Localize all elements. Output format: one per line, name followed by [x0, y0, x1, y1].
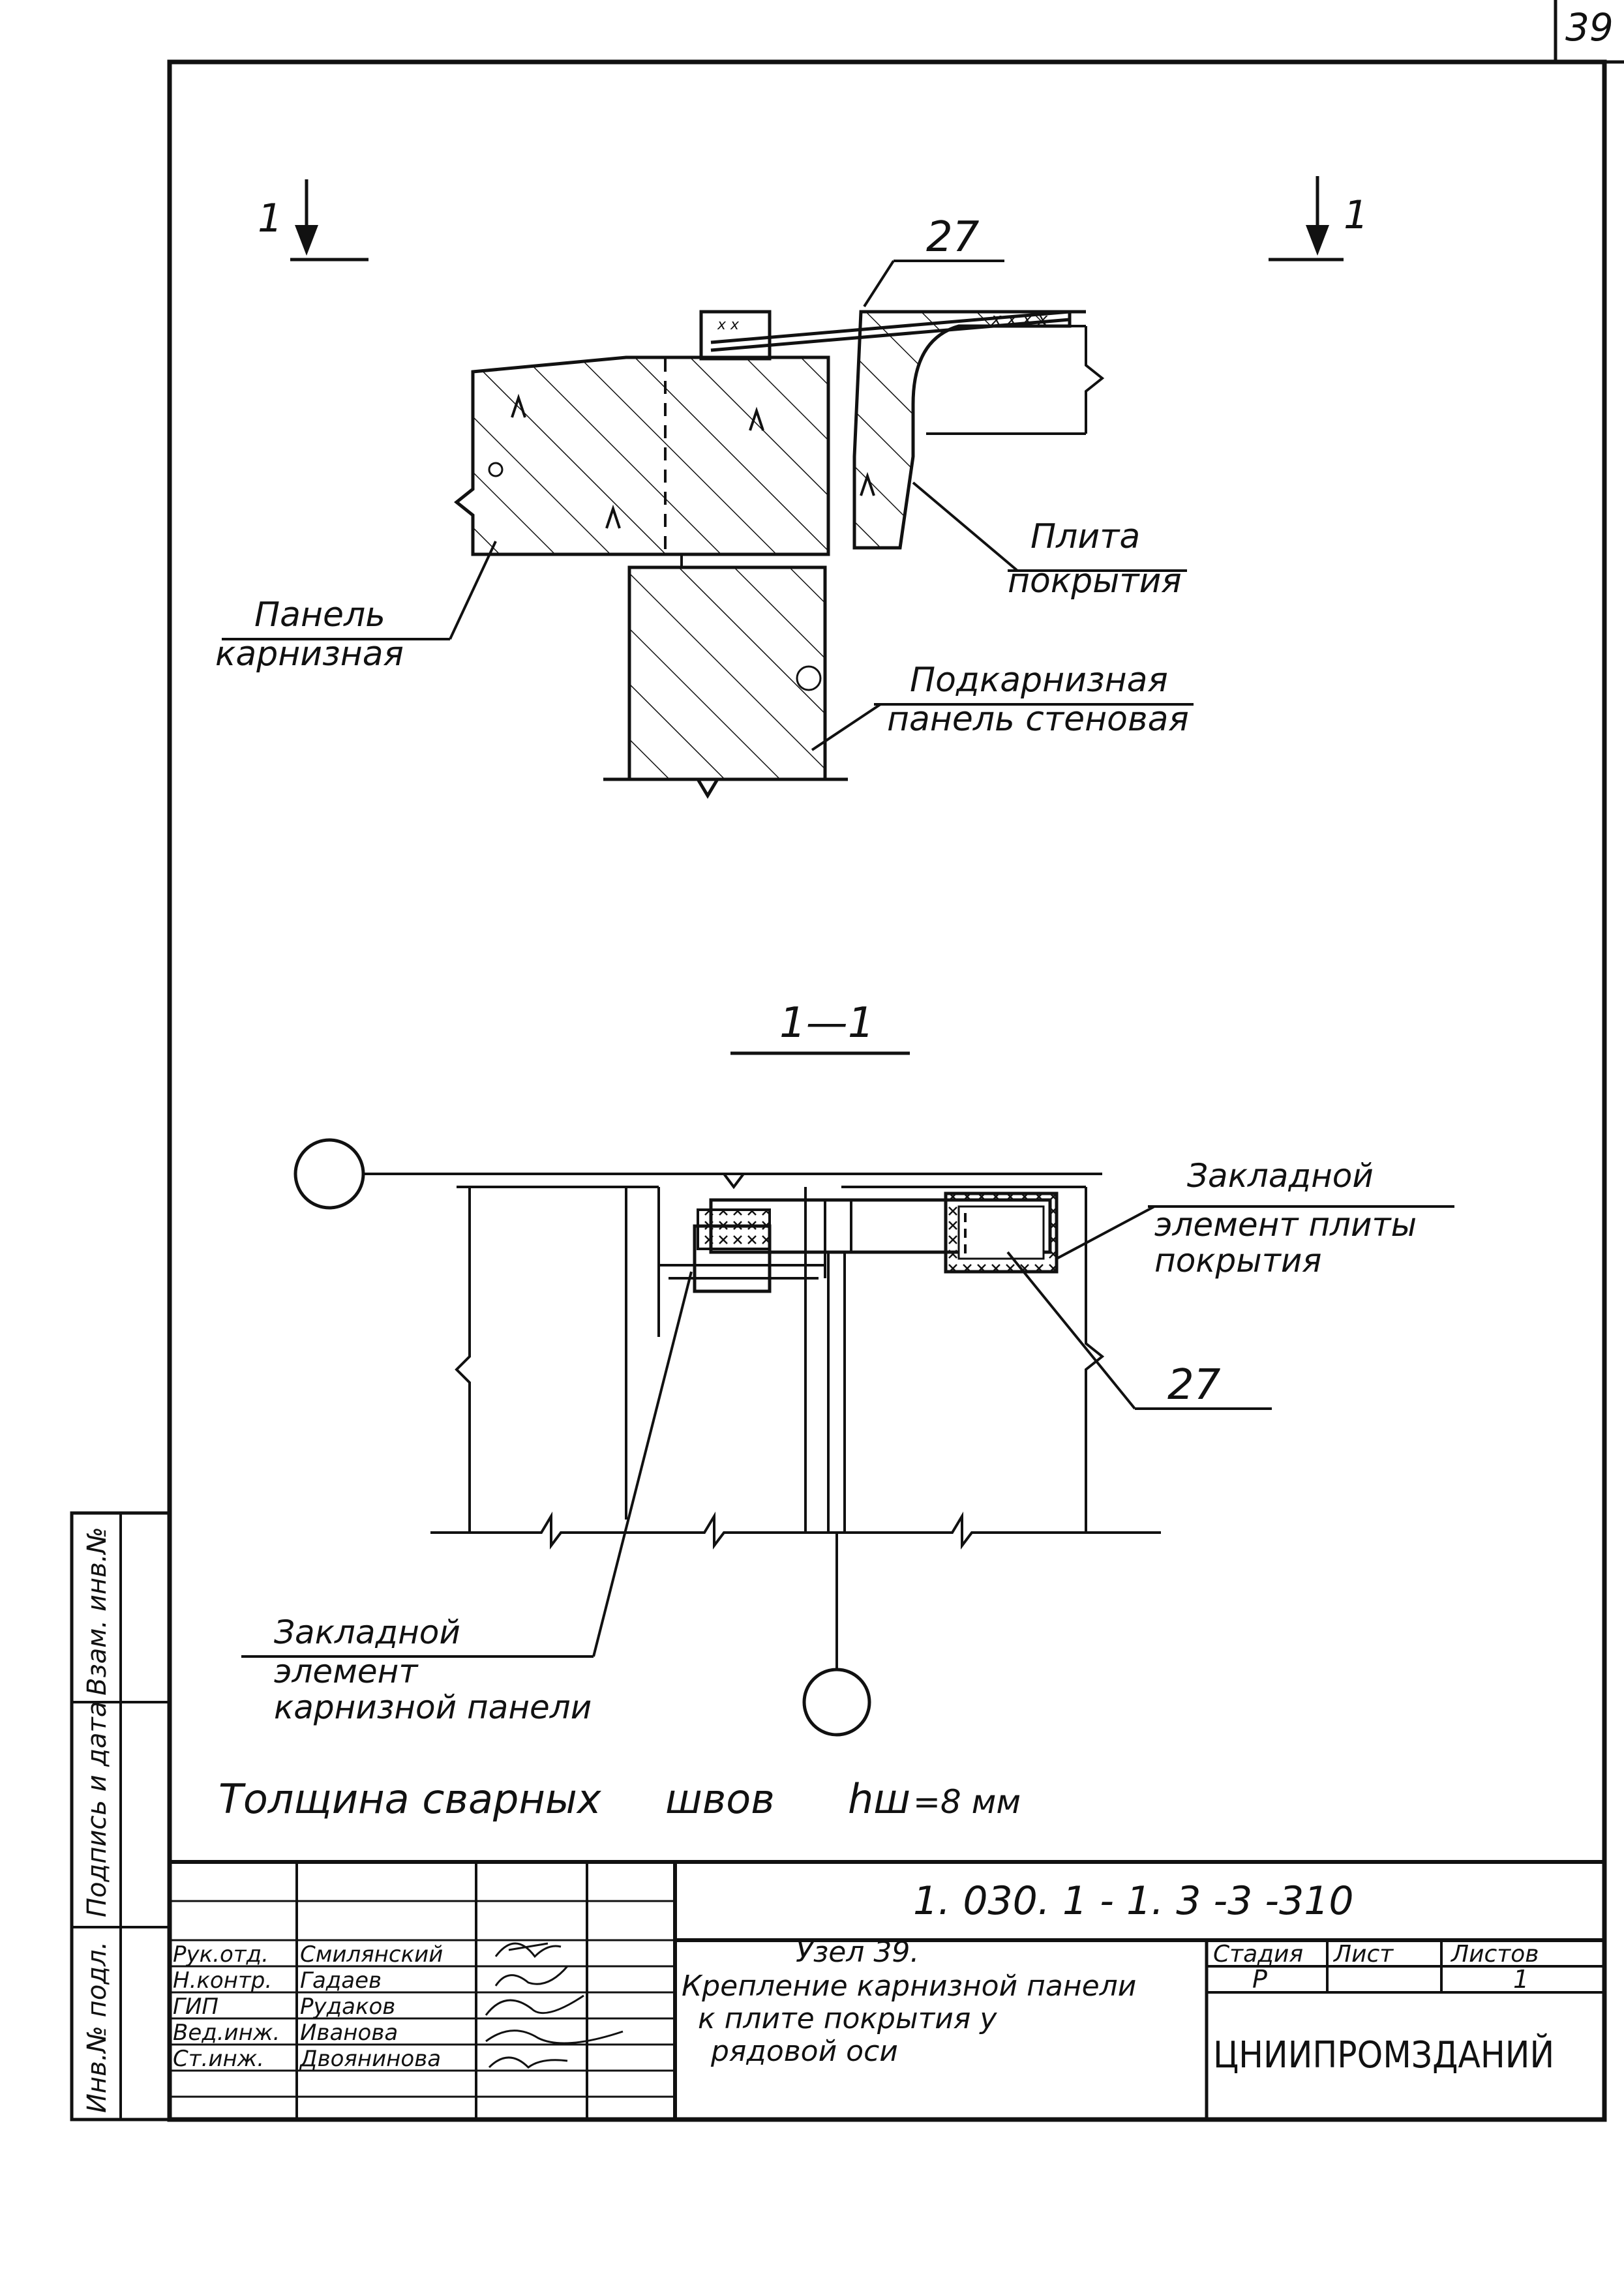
- drawing-frame: [167, 59, 1607, 2122]
- col-sheet: Лист: [1332, 1941, 1394, 1968]
- lower-detail: 27 Закладной элемент плиты покрытия Закл…: [241, 1138, 1454, 1737]
- name-2: Рудаков: [300, 1994, 395, 2020]
- callout-27: 27: [926, 213, 980, 262]
- roof-plate-rib: [852, 310, 1072, 550]
- svg-text:1—1: 1—1: [779, 999, 874, 1047]
- name-4: Двоянинова: [299, 2046, 441, 2072]
- embed-cornice-label-line3: карнизной панели: [274, 1688, 592, 1726]
- embed-cornice: [693, 1224, 772, 1293]
- svg-text:x x: x x: [717, 317, 740, 333]
- sheet-number: 39: [1565, 5, 1614, 50]
- wall-label-line2: панель стеновая: [887, 700, 1189, 739]
- weld-note: Толщина сварных швов hш =8 мм: [218, 1775, 1021, 1823]
- embed-cornice-label-line1: Закладной: [274, 1613, 460, 1651]
- name-1: Гадаев: [300, 1968, 382, 1994]
- role-0: Рук.отд.: [173, 1941, 269, 1968]
- role-1: Н.контр.: [173, 1968, 272, 1994]
- col-stage: Стадия: [1213, 1941, 1303, 1968]
- role-4: Ст.инж.: [173, 2046, 264, 2072]
- plate-label-line1: Плита: [1030, 517, 1140, 556]
- note-text: Толщина сварных: [218, 1775, 602, 1823]
- wall-label-line1: Подкарнизная: [910, 661, 1168, 700]
- description-line1: Крепление карнизной панели: [682, 1970, 1136, 2003]
- title-block: 1. 030. 1 - 1. 3 -3 -310 Рук.отд. Н.конт…: [170, 1860, 1604, 2120]
- section-title: 1—1: [730, 999, 910, 1055]
- embed-plate-label-line3: покрытия: [1154, 1242, 1321, 1280]
- cornice-embed: [699, 310, 772, 361]
- callout-27-lower: 27: [1167, 1361, 1221, 1409]
- drawing-code: 1. 030. 1 - 1. 3 -3 -310: [913, 1878, 1354, 1924]
- section-mark-label: 1: [1344, 192, 1368, 238]
- stamp-sign-label: Подпись и дата: [82, 1701, 112, 1917]
- section-mark-label: 1: [258, 196, 282, 241]
- plate-label-line2: покрытия: [1008, 562, 1182, 601]
- section-mark-right: 1: [1269, 176, 1368, 262]
- embed-plate-label-line2: элемент плиты: [1154, 1206, 1417, 1244]
- role-2: ГИП: [173, 1994, 218, 2020]
- side-stamp: Инв.№ подл. Подпись и дата Взам. инв.№: [70, 1511, 172, 2121]
- note-value: =8 мм: [913, 1783, 1021, 1821]
- embed-cornice-label-line2: элемент: [274, 1653, 419, 1690]
- cornice-label-line1: Панель: [254, 595, 385, 635]
- cornice-label-line2: карнизная: [215, 635, 404, 674]
- upper-detail: 1 1 x x x x x x 27: [215, 176, 1368, 799]
- name-0: Смилянский: [300, 1941, 443, 1968]
- stage-value: Р: [1252, 1965, 1267, 1994]
- role-3: Вед.инж.: [173, 2020, 280, 2046]
- col-sheets: Листов: [1450, 1941, 1539, 1968]
- section-mark-left: 1: [258, 179, 368, 262]
- note-symbol: hш: [848, 1775, 910, 1823]
- organization: ЦНИИПРОМЗДАНИЙ: [1213, 2033, 1554, 2076]
- signatures: [485, 1942, 624, 2069]
- description-line2: к плите покрытия у: [698, 2002, 997, 2035]
- stamp-replace-label: Взам. инв.№: [82, 1527, 112, 1696]
- cornice-panel: [453, 355, 830, 556]
- stamp-inv-label: Инв.№ подл.: [82, 1941, 112, 2113]
- embed-plate-label-line1: Закладной: [1187, 1157, 1374, 1195]
- sheets-value: 1: [1513, 1965, 1529, 1994]
- name-3: Иванова: [300, 2020, 398, 2046]
- note-text2: швов: [665, 1775, 775, 1823]
- node-title: Узел 39.: [796, 1936, 919, 1969]
- axis-marker-left: [293, 1138, 365, 1210]
- wall-panel: [627, 565, 827, 799]
- sheet-number-box: 39: [1554, 0, 1624, 64]
- description-line3: рядовой оси: [710, 2035, 898, 2068]
- axis-marker-bottom: [802, 1668, 871, 1737]
